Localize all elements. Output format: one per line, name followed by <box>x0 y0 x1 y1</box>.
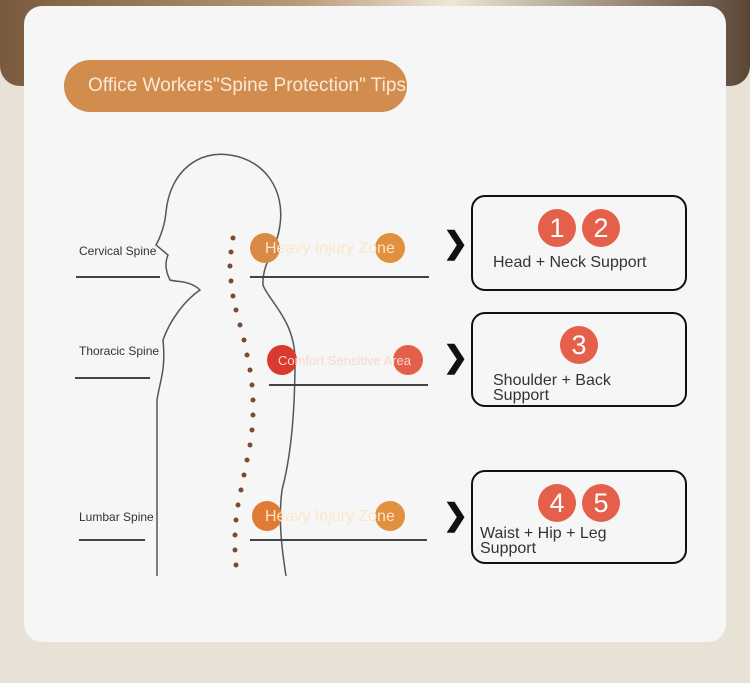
divider <box>76 276 160 278</box>
zone-label: Heavy Injury Zone <box>265 240 395 257</box>
zone-label: Comfort Sensitive Area <box>278 353 411 368</box>
number-badge: 4 <box>538 484 576 522</box>
number-badge: 1 <box>538 209 576 247</box>
divider <box>250 539 427 541</box>
box-text: Head + Neck Support <box>493 254 647 271</box>
number-badge: 5 <box>582 484 620 522</box>
chevron-right-icon: ❯ <box>443 227 469 260</box>
divider <box>250 276 429 278</box>
chevron-right-icon: ❯ <box>443 341 469 374</box>
number-badge: 3 <box>560 326 598 364</box>
cervical-spine-label: Cervical Spine <box>79 244 157 258</box>
divider <box>79 539 145 541</box>
box-text: Waist + Hip + Leg Support <box>480 525 607 557</box>
thoracic-spine-label: Thoracic Spine <box>79 344 160 358</box>
box-text: Shoulder + Back Support <box>493 372 611 404</box>
lumbar-spine-label: Lumbar Spine <box>79 510 154 524</box>
divider <box>269 384 428 386</box>
number-badge: 2 <box>582 209 620 247</box>
spine-dots <box>227 235 256 568</box>
chevron-right-icon: ❯ <box>443 499 469 532</box>
divider <box>75 377 150 379</box>
zone-label: Heavy Injury Zone <box>265 508 395 525</box>
page-title: Office Workers"Spine Protection" Tips <box>64 60 407 112</box>
shoulder-back-support-box: 3 Shoulder + Back Support <box>471 312 687 407</box>
